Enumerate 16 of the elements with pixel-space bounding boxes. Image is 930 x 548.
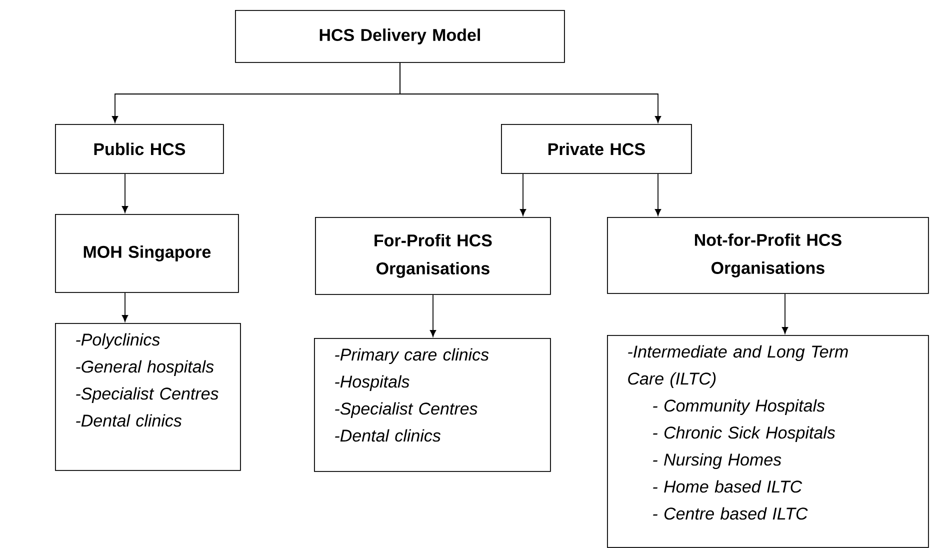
list-box: -Primary care clinics -Hospitals -Specialist Centres -Dental clinics [314, 338, 551, 472]
arrow [122, 173, 128, 213]
arrow [654, 173, 662, 216]
title-box: HCS Delivery Model [235, 10, 565, 63]
organisation-box: MOH Singapore [55, 214, 239, 293]
arrow [122, 292, 128, 322]
list-box: -Polyclinics -General hospitals -Specialist Centres -Dental clinics [55, 323, 241, 471]
organisation-box: Not-for-Profit HCS Organisations [607, 217, 929, 294]
arrow [782, 293, 788, 334]
category-box: Public HCS [55, 124, 224, 174]
organisation-box: For-Profit HCS Organisations [315, 217, 551, 295]
arrow [400, 62, 662, 123]
list-box: -Intermediate and Long Term Care (ILTC) - Community Hospitals - Chronic Sick Hospitals - Nursing Homes - Home based ILTC - Centre based ILTC [607, 335, 929, 548]
category-box: Private HCS [501, 124, 692, 174]
arrow [520, 173, 526, 216]
arrow [430, 294, 436, 337]
